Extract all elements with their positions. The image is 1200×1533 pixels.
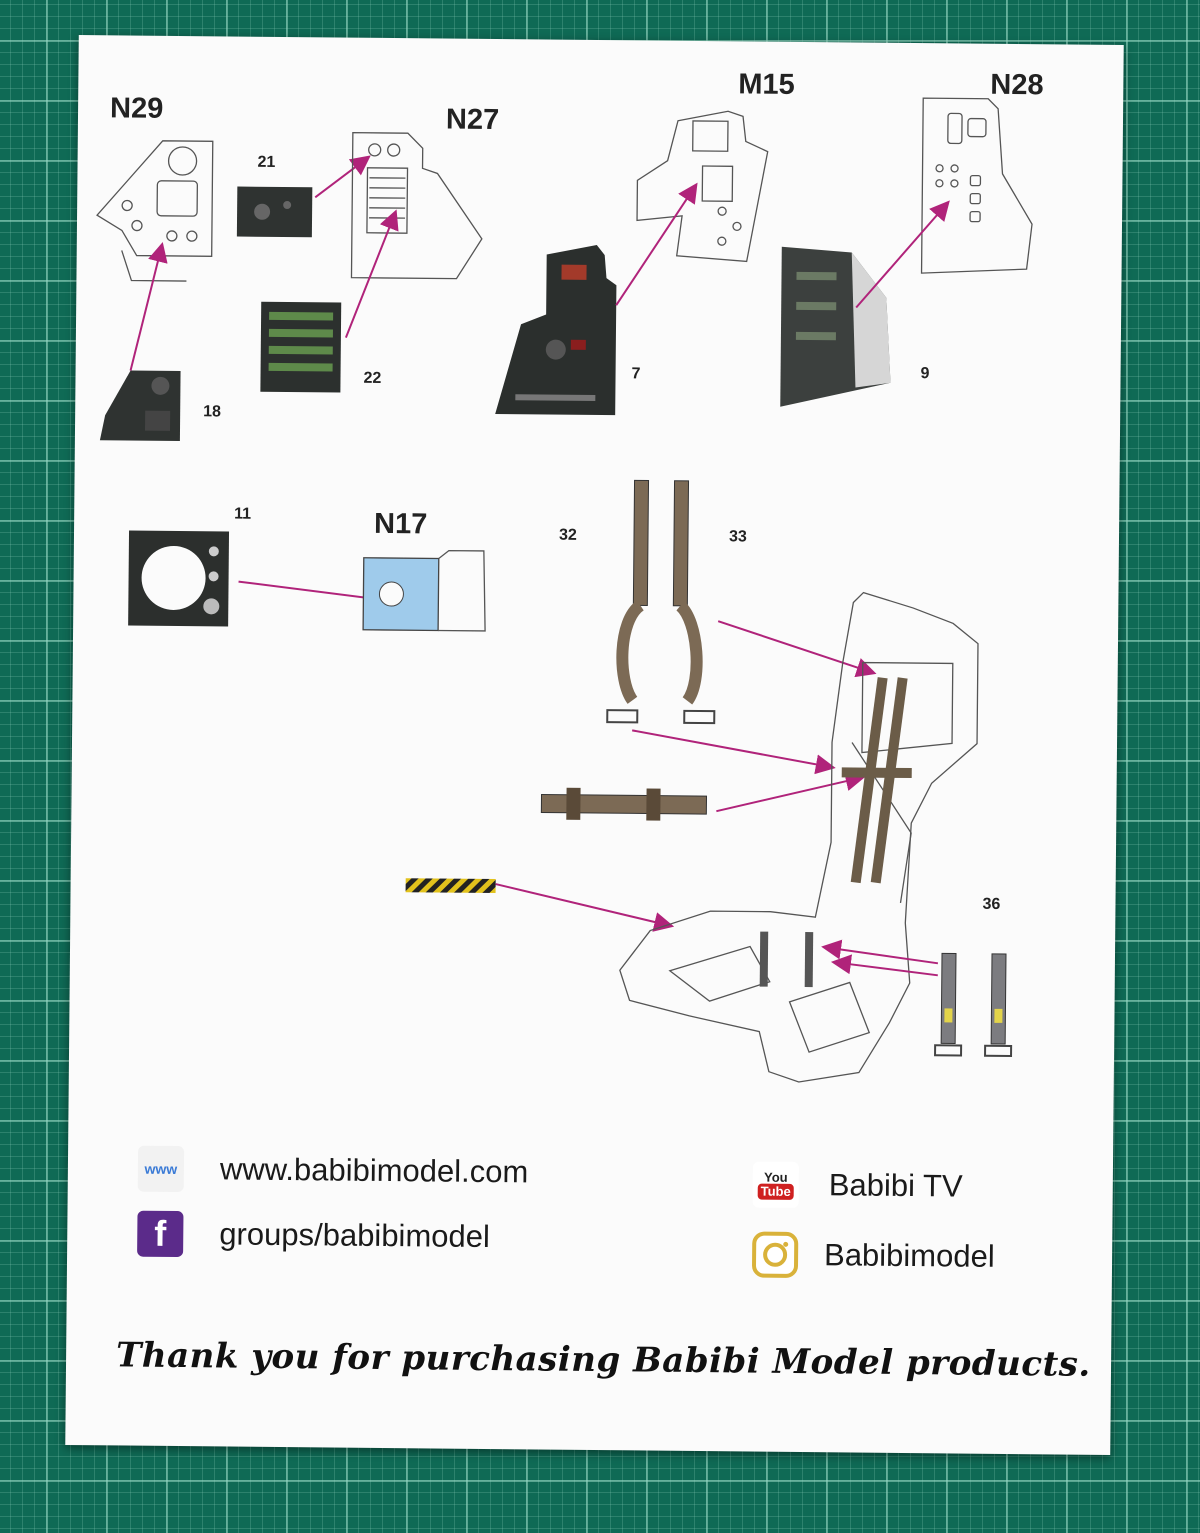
part-n17 (362, 549, 486, 632)
youtube-icon-bottom: Tube (757, 1183, 794, 1200)
part-9-decal (780, 246, 891, 407)
label-32: 32 (559, 527, 577, 544)
label-m15: M15 (738, 68, 795, 101)
hazard-strip (405, 878, 496, 894)
label-22: 22 (363, 370, 381, 387)
part-21-decal (236, 186, 313, 238)
youtube-text[interactable]: Babibi TV (828, 1167, 963, 1204)
youtube-icon: You Tube (752, 1161, 800, 1208)
assembly-diagram: N29 18 21 N27 (96, 68, 1044, 1083)
label-21: 21 (257, 154, 275, 171)
ejection-seat-outline (619, 591, 979, 1083)
part-11-decal (128, 530, 230, 627)
part-n28-outline (920, 97, 1033, 274)
website-link[interactable]: www www.babibimodel.com (137, 1145, 529, 1196)
part-n27-outline (350, 131, 483, 280)
instagram-dot (783, 1241, 789, 1247)
contact-links: www www.babibimodel.com f groups/babibim… (137, 1145, 1079, 1325)
website-text[interactable]: www.babibimodel.com (219, 1151, 529, 1190)
instagram-link[interactable]: Babibimodel (751, 1231, 995, 1280)
seat-harness (759, 677, 912, 988)
part-22-decal (260, 301, 342, 393)
label-n29: N29 (110, 92, 164, 125)
label-n28: N28 (990, 69, 1044, 102)
instagram-text[interactable]: Babibimodel (823, 1237, 995, 1274)
part-n29-outline (96, 140, 214, 282)
www-icon: www (137, 1145, 185, 1193)
label-n27: N27 (446, 104, 500, 137)
facebook-link[interactable]: f groups/babibimodel (137, 1210, 491, 1260)
label-18: 18 (203, 403, 221, 420)
label-36: 36 (982, 896, 1000, 913)
label-11: 11 (234, 506, 251, 523)
label-7: 7 (631, 365, 640, 382)
lap-belt (540, 787, 708, 821)
label-9: 9 (920, 365, 929, 382)
part-36-buckles (934, 952, 1013, 1058)
part-18-decal (99, 370, 181, 442)
facebook-text[interactable]: groups/babibimodel (219, 1216, 491, 1255)
part-m15-outline (636, 110, 769, 263)
label-33: 33 (729, 528, 747, 545)
instagram-icon (751, 1231, 799, 1278)
facebook-icon: f (137, 1210, 184, 1258)
instruction-sheet: N29 18 21 N27 (65, 35, 1124, 1455)
youtube-icon-top: You (763, 1169, 788, 1185)
strap-33 (672, 480, 716, 725)
youtube-link[interactable]: You Tube Babibi TV (752, 1161, 963, 1210)
label-n17: N17 (374, 508, 428, 541)
part-7-decal (495, 244, 617, 416)
strap-32 (606, 479, 650, 724)
